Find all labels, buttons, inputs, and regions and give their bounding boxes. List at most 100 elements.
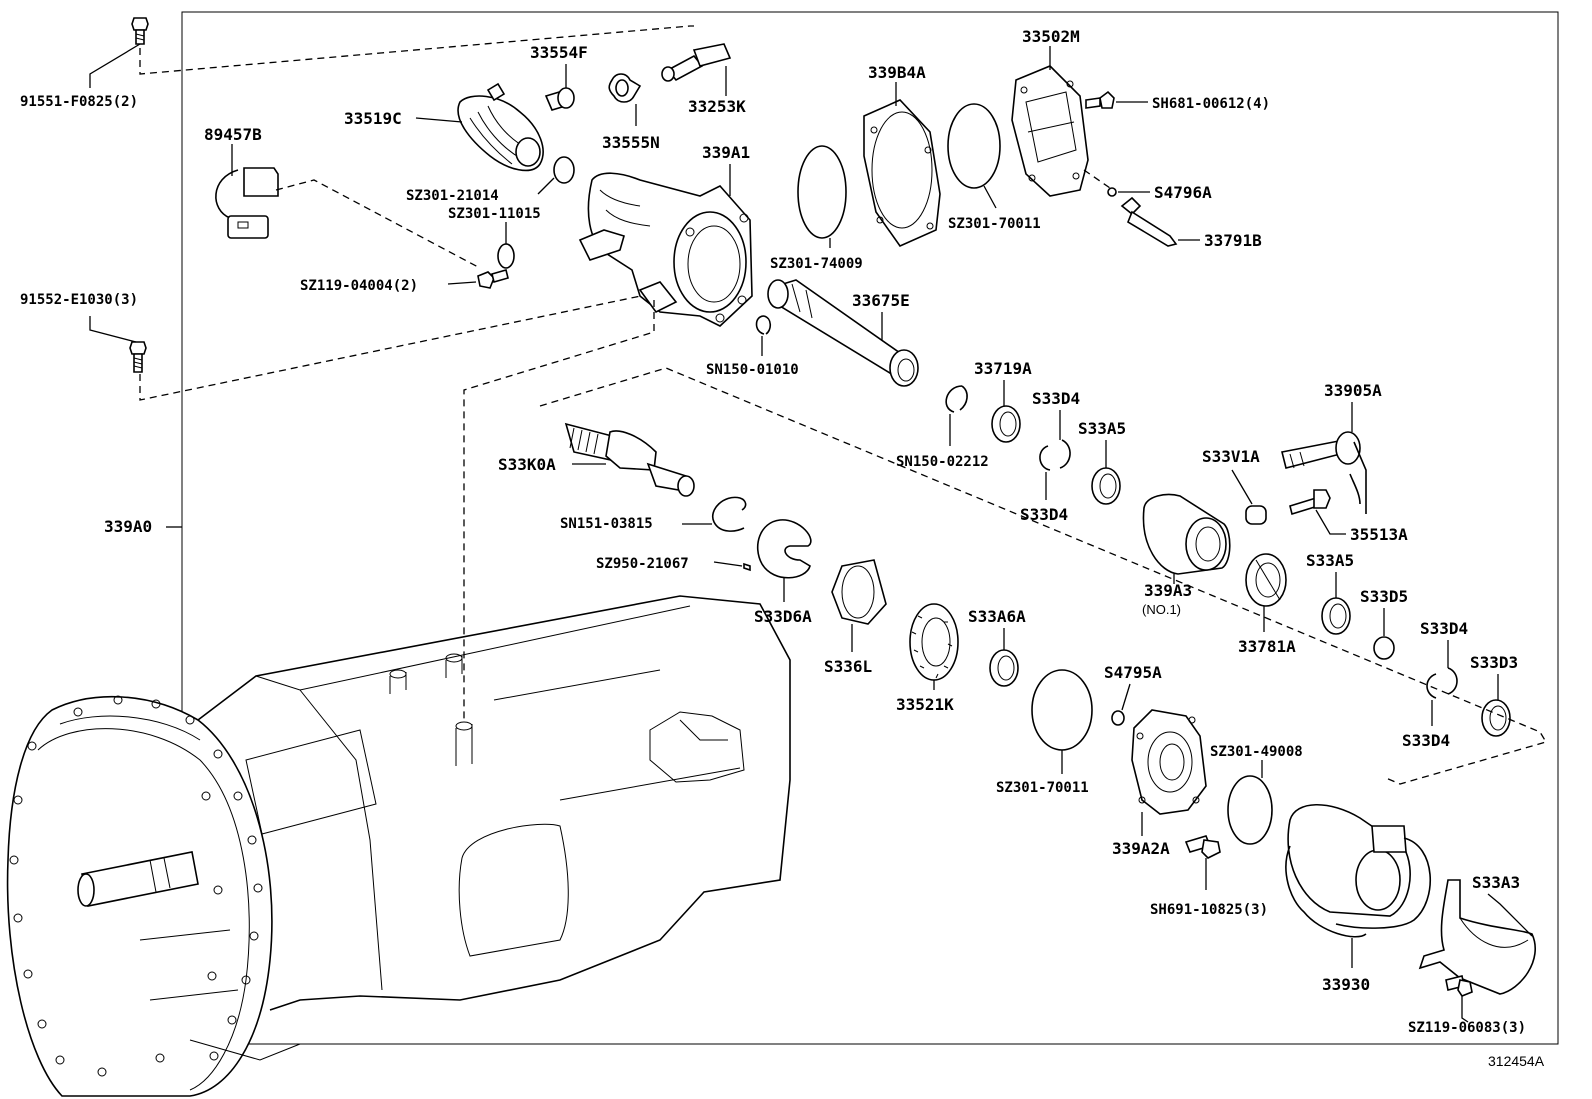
o-ring-sz301-11015[interactable] bbox=[497, 243, 515, 269]
label-s33a5-b: S33A5 bbox=[1306, 551, 1354, 570]
label-33930: 33930 bbox=[1322, 975, 1370, 994]
snap-ring-sn150-02212[interactable] bbox=[945, 385, 968, 413]
cover-s33a3[interactable] bbox=[1418, 879, 1536, 995]
label-s33d4-b: S33D4 bbox=[1020, 505, 1068, 524]
label-33554f: 33554F bbox=[530, 43, 588, 62]
label-339a3-note: (NO.1) bbox=[1142, 602, 1181, 617]
cap-s33v1a[interactable] bbox=[1245, 505, 1267, 525]
label-33719a: 33719A bbox=[974, 359, 1032, 378]
label-sz301-70011-top: SZ301-70011 bbox=[948, 216, 1041, 232]
label-s336l: S336L bbox=[824, 657, 872, 676]
bolt-sh681-00612[interactable] bbox=[1085, 90, 1115, 109]
o-ring-sz301-70011-top[interactable] bbox=[947, 103, 1001, 189]
harness-89457b[interactable] bbox=[215, 167, 279, 239]
sensor-33519c[interactable] bbox=[457, 82, 544, 172]
label-33502m: 33502M bbox=[1022, 27, 1080, 46]
bearing-s33d3[interactable] bbox=[1481, 699, 1511, 737]
label-33555n: 33555N bbox=[602, 133, 660, 152]
housing-339a2a[interactable] bbox=[1131, 709, 1207, 815]
bearing-33719a[interactable] bbox=[991, 405, 1021, 443]
bolt-35513a[interactable] bbox=[1289, 489, 1331, 516]
label-s33a5-a: S33A5 bbox=[1078, 419, 1126, 438]
actuator-33930[interactable] bbox=[1285, 803, 1432, 938]
seal-33521k[interactable] bbox=[909, 603, 959, 681]
clip-s33d4-lower[interactable] bbox=[1426, 667, 1458, 699]
gasket-s4796a[interactable] bbox=[1107, 187, 1117, 197]
shift-shaft-s33k0a[interactable] bbox=[564, 422, 695, 497]
label-33519c: 33519C bbox=[344, 109, 402, 128]
label-s33d4-a: S33D4 bbox=[1032, 389, 1080, 408]
label-sh691-10825: SH691-10825(3) bbox=[1150, 902, 1268, 918]
housing-339a1[interactable] bbox=[578, 172, 753, 327]
label-sn151-03815: SN151-03815 bbox=[560, 516, 653, 532]
o-ring-sz301-70011-bottom[interactable] bbox=[1031, 669, 1093, 751]
gasket-s336l[interactable] bbox=[831, 559, 887, 625]
bolt-sz119-06083[interactable] bbox=[1445, 975, 1473, 997]
label-sz119-06083: SZ119-06083(3) bbox=[1408, 1020, 1526, 1036]
label-sn150-01010: SN150-01010 bbox=[706, 362, 799, 378]
label-339a1: 339A1 bbox=[702, 143, 750, 162]
label-339a3: 339A3 bbox=[1144, 581, 1192, 600]
label-s33a3: S33A3 bbox=[1472, 873, 1520, 892]
label-33781a: 33781A bbox=[1238, 637, 1296, 656]
label-s4795a: S4795A bbox=[1104, 663, 1162, 682]
label-s33v1a: S33V1A bbox=[1202, 447, 1260, 466]
bolt-91552-e1030[interactable] bbox=[129, 341, 147, 373]
plug-33554f[interactable] bbox=[544, 87, 575, 111]
label-sn150-02212: SN150-02212 bbox=[896, 454, 989, 470]
sleeve-339a3[interactable] bbox=[1142, 493, 1231, 575]
bearing-s33a5-lower[interactable] bbox=[1321, 597, 1351, 635]
label-s33k0a: S33K0A bbox=[498, 455, 556, 474]
label-91552-e1030: 91552-E1030(3) bbox=[20, 292, 138, 308]
seal-33781a[interactable] bbox=[1245, 553, 1287, 607]
label-339a0: 339A0 bbox=[104, 517, 152, 536]
label-33905a: 33905A bbox=[1324, 381, 1382, 400]
label-sz301-11015: SZ301-11015 bbox=[448, 206, 541, 222]
label-s33d5: S33D5 bbox=[1360, 587, 1408, 606]
shaft-33675e[interactable] bbox=[767, 279, 919, 387]
label-sz301-21014: SZ301-21014 bbox=[406, 188, 499, 204]
ball-s33d5[interactable] bbox=[1373, 636, 1395, 660]
label-s33d3: S33D3 bbox=[1470, 653, 1518, 672]
bearing-s33a6a[interactable] bbox=[989, 649, 1019, 687]
o-ring-sz301-21014[interactable] bbox=[553, 156, 575, 184]
bolt-sz119-04004[interactable] bbox=[477, 269, 509, 289]
label-33521k: 33521K bbox=[896, 695, 954, 714]
bolt-sh691-10825[interactable] bbox=[1184, 835, 1221, 859]
snap-ring-sn150-01010[interactable] bbox=[755, 315, 772, 335]
drawing-number: 312454A bbox=[1488, 1053, 1545, 1069]
bolt-91551-f0825[interactable] bbox=[131, 17, 149, 45]
part-33555n[interactable] bbox=[608, 73, 642, 103]
bearing-s33a5-upper[interactable] bbox=[1091, 467, 1121, 505]
label-35513a: 35513A bbox=[1350, 525, 1408, 544]
gasket-s4795a[interactable] bbox=[1111, 710, 1125, 726]
o-ring-sz301-74009[interactable] bbox=[797, 145, 847, 239]
pin-sz950-21067[interactable] bbox=[743, 562, 751, 572]
label-sh681-00612: SH681-00612(4) bbox=[1152, 96, 1270, 112]
plate-s33d6a[interactable] bbox=[756, 519, 812, 579]
hose-33791b[interactable] bbox=[1120, 196, 1178, 247]
label-339a2a: 339A2A bbox=[1112, 839, 1170, 858]
transmission-case bbox=[6, 595, 791, 1097]
label-sz950-21067: SZ950-21067 bbox=[596, 556, 689, 572]
label-33253k: 33253K bbox=[688, 97, 746, 116]
label-89457b: 89457B bbox=[204, 125, 262, 144]
cover-33502m[interactable] bbox=[1011, 65, 1089, 197]
gasket-339b4a[interactable] bbox=[863, 99, 941, 247]
label-s33a6a: S33A6A bbox=[968, 607, 1026, 626]
snap-ring-sn151-03815[interactable] bbox=[711, 496, 747, 532]
label-91551-f0825: 91551-F0825(2) bbox=[20, 94, 138, 110]
part-33253k[interactable] bbox=[661, 43, 732, 82]
o-ring-sz301-49008[interactable] bbox=[1227, 775, 1273, 845]
shaft-33905a[interactable] bbox=[1281, 431, 1367, 514]
assembly-frame bbox=[181, 11, 1559, 1045]
label-s33d4-c: S33D4 bbox=[1420, 619, 1468, 638]
label-33675e: 33675E bbox=[852, 291, 910, 310]
label-339b4a: 339B4A bbox=[868, 63, 926, 82]
label-sz301-74009: SZ301-74009 bbox=[770, 256, 863, 272]
clip-s33d4-upper[interactable] bbox=[1039, 439, 1071, 471]
label-sz119-04004: SZ119-04004(2) bbox=[300, 278, 418, 294]
label-sz301-49008: SZ301-49008 bbox=[1210, 744, 1303, 760]
label-33791b: 33791B bbox=[1204, 231, 1262, 250]
